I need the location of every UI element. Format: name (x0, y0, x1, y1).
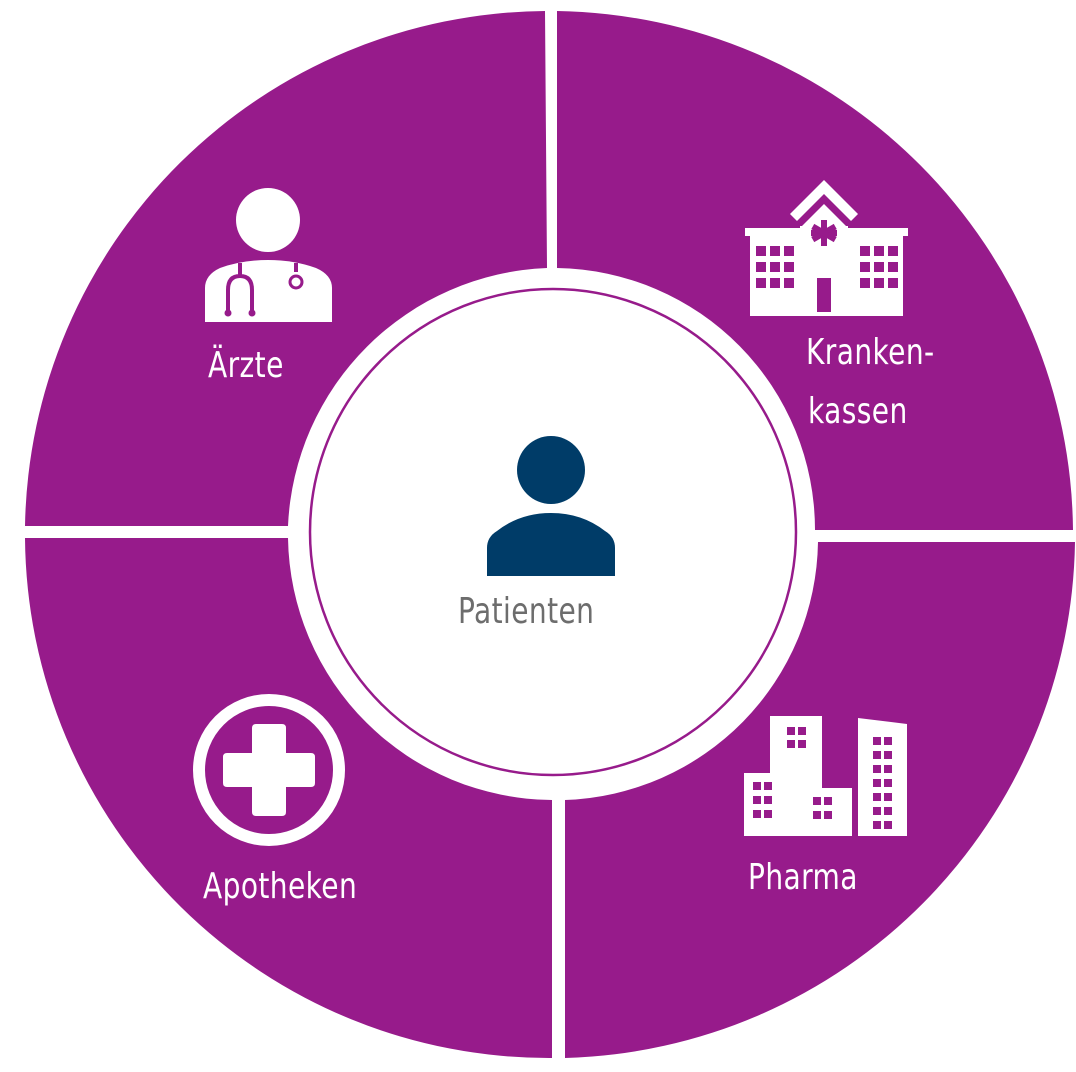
person-icon (487, 436, 615, 576)
pharmacy-cross-icon (193, 694, 345, 846)
hospital-icon (745, 180, 908, 316)
label-patienten: Patienten (458, 591, 595, 632)
label-pharma: Pharma (748, 857, 858, 898)
label-krankenkassen-line1: Kranken- (806, 332, 935, 373)
segment-apotheken (25, 538, 552, 1059)
label-apotheken: Apotheken (203, 866, 358, 907)
city-buildings-icon (744, 716, 907, 836)
doctor-icon (205, 188, 332, 322)
label-aerzte: Ärzte (208, 345, 284, 386)
label-krankenkassen-line2: kassen (808, 391, 908, 432)
